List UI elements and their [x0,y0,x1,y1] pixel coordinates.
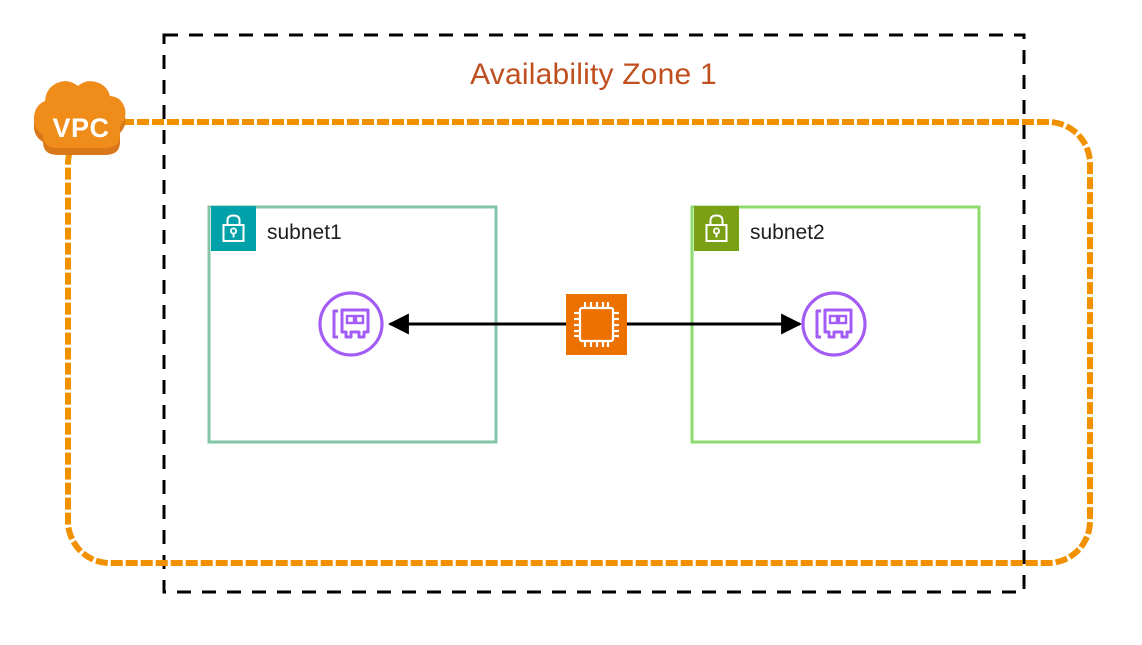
vpc-border [65,119,1093,566]
availability-zone-border [162,33,1026,594]
cpu-chip-icon [574,302,619,347]
availability-zone-title: Availability Zone 1 [470,58,717,91]
subnet2-badge [694,206,739,251]
elastic-network-interface-icon [332,308,370,339]
network-interface-subnet2[interactable] [801,291,867,357]
vpc-label: VPC [52,113,110,143]
padlock-icon [705,214,728,242]
padlock-icon [222,214,245,242]
compute-instance[interactable] [566,294,627,355]
vpc-cloud-icon [33,81,126,155]
subnet2-label: subnet2 [750,221,825,244]
elastic-network-interface-icon [815,308,853,339]
subnet1-badge [211,206,256,251]
subnet1-label: subnet1 [267,221,342,244]
network-interface-subnet1[interactable] [318,291,384,357]
